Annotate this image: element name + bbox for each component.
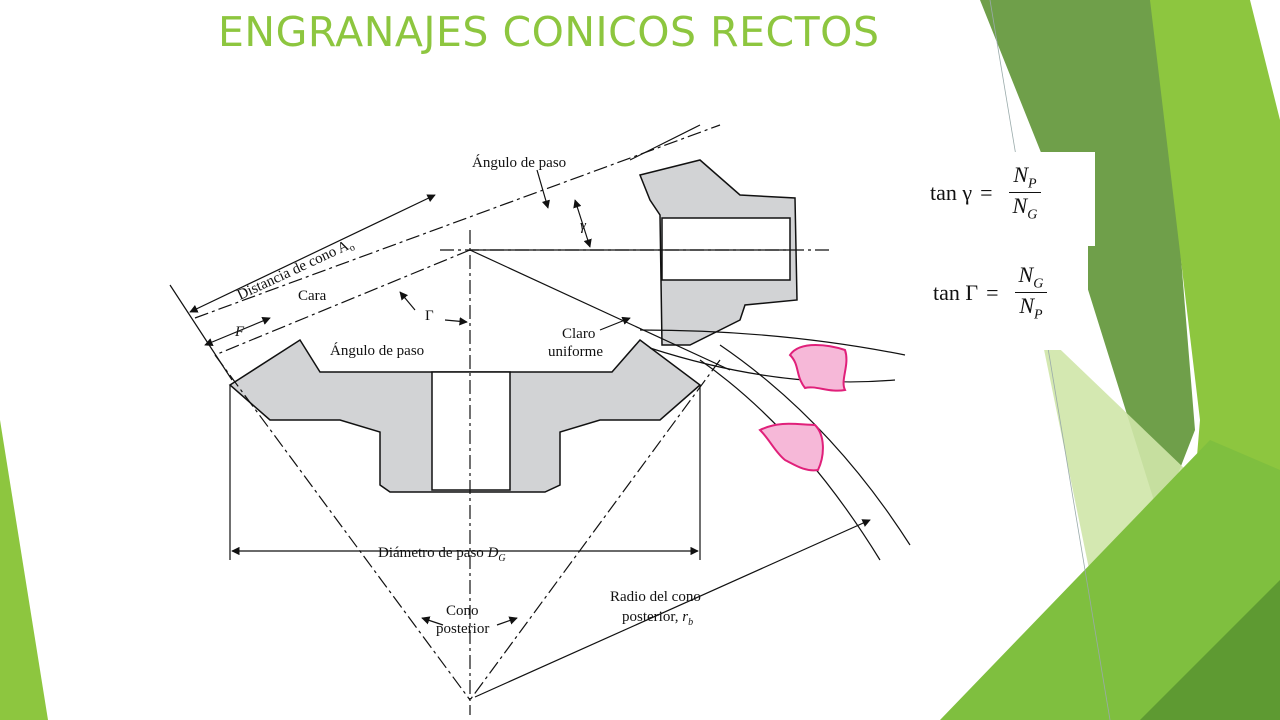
gamma-arrow [573,199,592,248]
label-big-gamma: Γ [425,308,434,324]
label-back-cone-line1: Cono [446,603,479,619]
back-cone-arrow-right [496,616,518,626]
equals-sign: = [986,279,999,305]
back-cone-right [469,359,721,701]
label-face: Cara [298,288,327,304]
pinion-face-line [629,124,701,161]
label-pitch-angle-bottom: Ángulo de paso [330,342,424,359]
numerator: NP [1009,162,1041,194]
cone-line-left [214,249,471,356]
tooth-profile-lower [758,422,824,472]
formula-lhs: tan γ [930,179,973,205]
denominator: NP [1019,293,1043,323]
label-cone-distance: Distancia de cono Ao [235,236,357,306]
back-cone-arrow-left [421,616,444,626]
denominator: NG [1012,193,1038,223]
formula-tan-big-gamma: tan Γ = NG NP [933,262,1048,324]
slide-title: ENGRANAJES CONICOS RECTOS [218,8,880,56]
label-clearance-line2: uniforme [548,344,603,360]
label-back-cone-radius-line2: posterior, rb [622,609,693,628]
tooth-profile-upper [788,344,848,392]
pinion-bore [661,217,791,281]
left-green-strip [0,420,48,720]
label-back-cone-line2: posterior [436,621,489,637]
bottom-dark-green-shape [1140,580,1280,720]
big-gamma-arrow-right [444,317,468,326]
formula-box-2 [925,246,1088,350]
fraction: NG NP [1014,262,1048,324]
label-clearance-line1: Claro [562,326,595,342]
face-arrow [204,317,271,346]
back-cone-left [214,354,471,701]
fraction: NP NG [1009,162,1042,224]
mating-gear-arc-4 [649,347,896,383]
clearance-pointer [599,316,631,331]
formula-box-1 [920,152,1095,246]
equals-sign: = [980,179,993,205]
back-cone-radius-arrow [474,519,871,698]
pitch-angle-top-pointer [536,169,550,209]
mating-gear-arc-2 [719,344,911,546]
label-pitch-angle-top: Ángulo de paso [472,154,566,171]
mating-gear-arc-3 [639,329,906,356]
background-thin-line [989,0,1111,720]
cone-distance-arrow [189,194,436,313]
label-pitch-diameter: Diámetro de paso DG [378,545,506,564]
gear-bore [431,371,511,491]
pitch-diagonal [469,249,731,371]
bottom-green-shape [940,440,1280,720]
label-gamma: γ [580,218,587,234]
label-back-cone-radius-line1: Radio del cono [610,589,701,605]
numerator: NG [1014,262,1048,294]
formula-tan-gamma: tan γ = NP NG [930,162,1041,224]
big-gamma-arrow-left [399,291,416,311]
label-face-symbol: F [234,324,245,340]
outer-edge-left [169,284,233,381]
formula-lhs: tan Γ [933,279,979,305]
